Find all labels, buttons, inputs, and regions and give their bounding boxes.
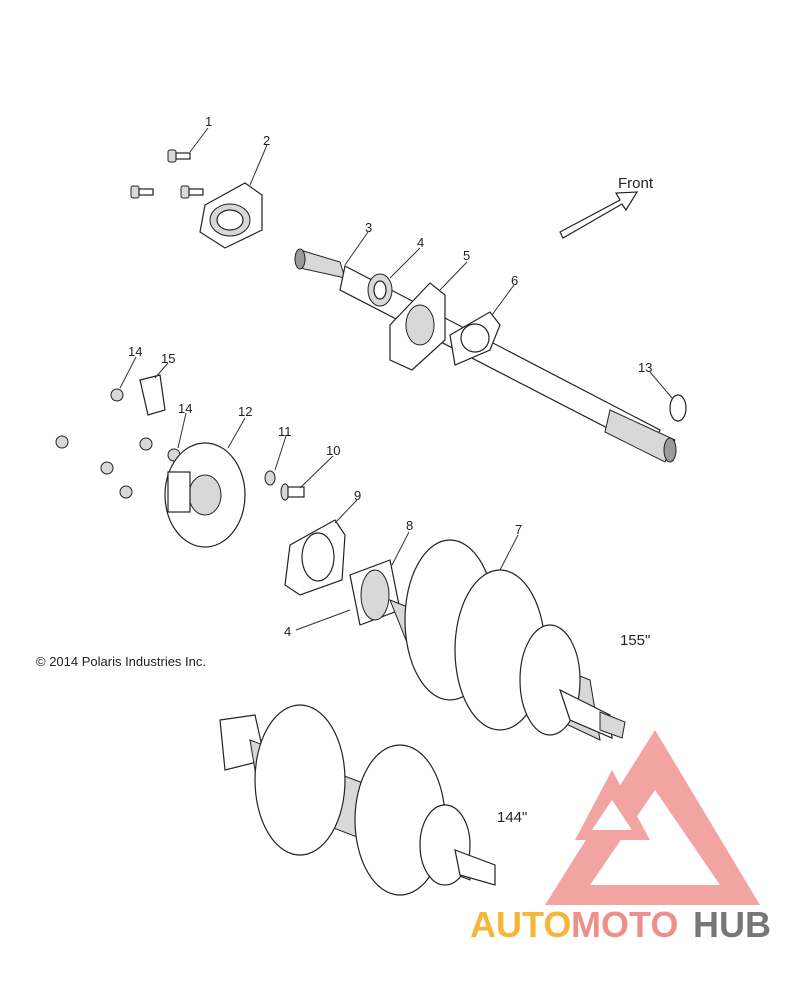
- drive-shaft-part-3: [294, 248, 677, 463]
- callout-10: 10: [326, 443, 340, 458]
- drive-assembly-part-7: [389, 539, 626, 741]
- callout-11: 11: [278, 424, 292, 439]
- o-ring-part-13: [669, 394, 687, 422]
- callout-12: 12: [238, 404, 252, 419]
- size-label-155: 155": [620, 632, 650, 649]
- callout-7: 7: [515, 522, 522, 537]
- size-label-144: 144": [497, 809, 527, 826]
- hub-part-12: [164, 442, 246, 548]
- drive-assembly-144: [219, 704, 496, 896]
- watermark-text: AUTO MOTO HUB: [470, 904, 771, 945]
- gasket-part-6: [449, 311, 501, 366]
- callout-13: 13: [638, 360, 652, 375]
- callout-4: 4: [417, 235, 424, 250]
- bracket-part-15: [139, 374, 166, 416]
- callout-6: 6: [511, 273, 518, 288]
- callout-8: 8: [406, 518, 413, 533]
- watermark-moto: MOTO: [571, 904, 678, 945]
- callout-4-lower: 4: [284, 624, 291, 639]
- front-label: Front: [618, 175, 654, 192]
- callout-9: 9: [354, 488, 361, 503]
- callout-14-mid: 14: [178, 401, 192, 416]
- copyright-text: © 2014 Polaris Industries Inc.: [36, 654, 206, 669]
- callout-14-top: 14: [128, 344, 142, 359]
- callout-15: 15: [161, 351, 175, 366]
- bearing-flange-part-5: [389, 282, 446, 371]
- watermark-auto: AUTO: [470, 904, 571, 945]
- flange-part-2: [199, 182, 263, 249]
- callout-5: 5: [463, 248, 470, 263]
- watermark-hub: HUB: [693, 904, 771, 945]
- callout-2: 2: [263, 133, 270, 148]
- front-arrow-icon: [559, 191, 639, 239]
- gasket-part-9: [284, 519, 346, 596]
- callout-1: 1: [205, 114, 212, 129]
- bolt-part-1: [130, 149, 204, 199]
- bearing-part-8: [349, 559, 401, 626]
- callout-3: 3: [365, 220, 372, 235]
- nut-set: [55, 435, 153, 499]
- watermark-logo: [545, 730, 760, 905]
- bearing-part-4: [367, 273, 393, 307]
- washer-part-11: [264, 470, 276, 486]
- pin-part-10: [280, 483, 305, 501]
